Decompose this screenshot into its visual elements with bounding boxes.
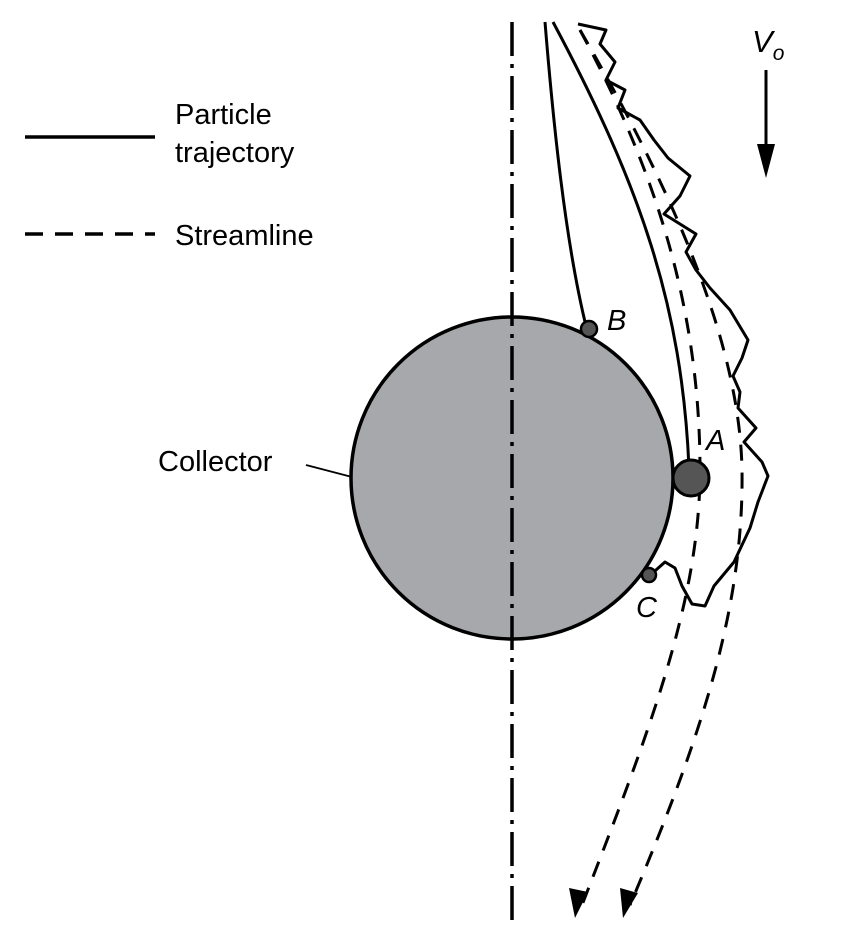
point-label-c: C — [636, 592, 658, 624]
point-label-b: B — [607, 305, 626, 337]
velocity-label: Vo — [752, 24, 785, 65]
legend-streamline-label: Streamline — [175, 220, 314, 252]
legend-trajectory-label-line1: Particle — [175, 99, 272, 131]
trajectory-to-b — [543, 21, 588, 327]
point-label-a: A — [704, 425, 725, 457]
particle-b — [579, 319, 599, 339]
particle-c — [640, 566, 658, 584]
streamline-outer — [578, 29, 744, 906]
collector-leader-line — [305, 464, 353, 478]
legend: Particle trajectory Streamline — [25, 99, 314, 252]
streamline-inner-arrowhead — [569, 888, 588, 918]
velocity-indicator: Vo — [752, 24, 785, 178]
velocity-subscript: o — [773, 42, 785, 65]
particle-a — [671, 458, 711, 498]
velocity-arrowhead — [757, 144, 775, 178]
legend-trajectory-label-line2: trajectory — [175, 137, 295, 169]
collector-label: Collector — [158, 446, 273, 478]
trajectory-to-a — [551, 21, 691, 469]
streamline-outer-arrowhead — [620, 888, 638, 918]
velocity-symbol: V — [752, 24, 776, 59]
